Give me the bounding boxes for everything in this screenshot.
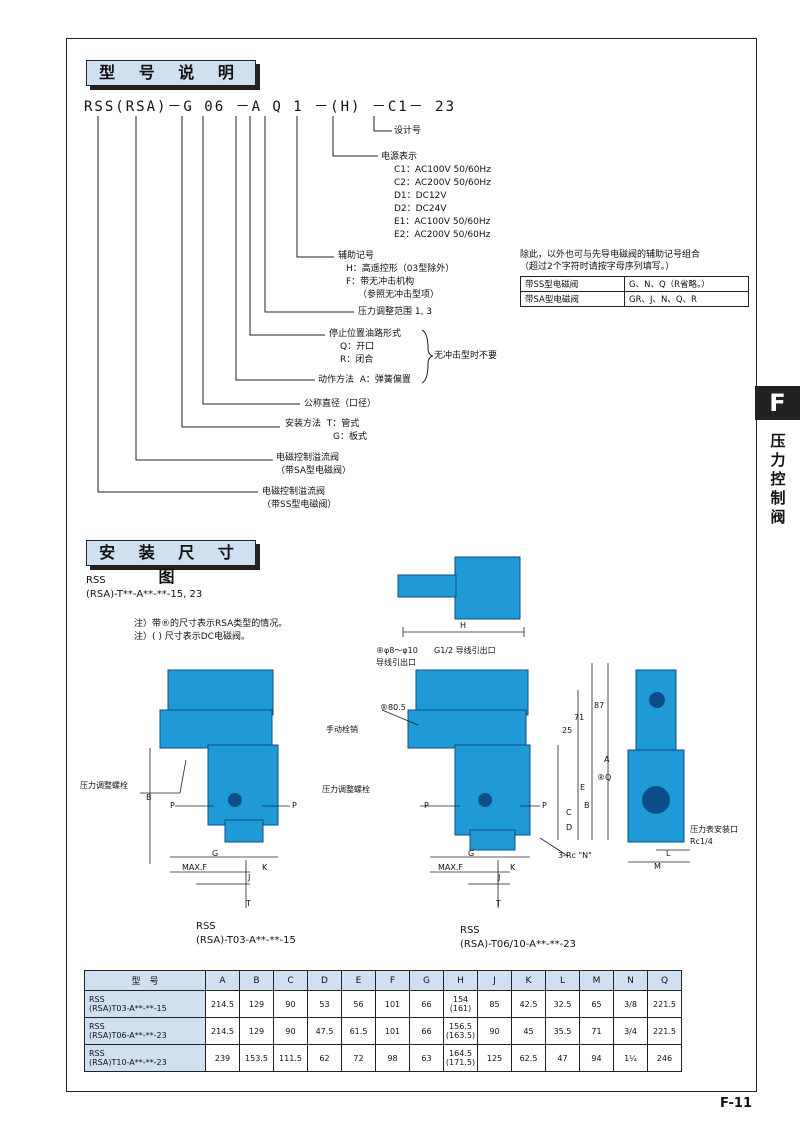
aux-f-note: （参照无冲击型项） [358, 290, 440, 300]
svg-text:B: B [584, 801, 590, 810]
svg-text:C: C [566, 808, 572, 817]
svg-text:A: A [604, 755, 610, 764]
svg-text:G: G [468, 849, 474, 858]
svg-text:L: L [666, 849, 671, 858]
ss-sub: （带SS型电磁阀） [262, 500, 337, 510]
svg-text:J: J [497, 873, 500, 882]
svg-text:®φ8～φ10: ®φ8～φ10 [376, 646, 418, 655]
svg-text:压力调整螺栓: 压力调整螺栓 [80, 780, 128, 790]
left-pilot [159, 709, 273, 749]
svg-text:H: H [460, 621, 466, 630]
svg-text:压力表安装口: 压力表安装口 [690, 824, 738, 834]
svg-text:B: B [146, 793, 152, 802]
sa-title: 电磁控制溢流阀 [276, 453, 340, 463]
svg-text:G1/2 导线引出口: G1/2 导线引出口 [434, 645, 496, 655]
svg-text:P: P [170, 801, 175, 810]
side-tab: F [755, 386, 800, 420]
top-view-solenoid [397, 574, 457, 598]
svg-text:25: 25 [562, 726, 572, 735]
svg-text:D: D [566, 823, 572, 832]
svg-text:导线引出口: 导线引出口 [376, 657, 416, 667]
power-d1: D1：DC12V [394, 191, 447, 201]
left-body [207, 744, 279, 826]
svg-text:P: P [542, 801, 547, 810]
right-solenoid [415, 669, 529, 716]
power-c1: C1：AC100V 50/60Hz [394, 165, 491, 175]
nominal-size: 公称直径（口径） [304, 399, 377, 409]
svg-text:K: K [262, 863, 268, 872]
dimension-table: 型 号 A B C D E F G H J K L M N Q RSS (RSA… [84, 970, 682, 1072]
svg-text:K: K [510, 863, 516, 872]
power-e2: E2：AC200V 50/60Hz [394, 230, 491, 240]
model-code: RSS(RSA)－G 06 －A Q 1 －(H) －C1－ 23 [84, 99, 457, 115]
svg-text:M: M [654, 862, 661, 871]
svg-text:P: P [424, 801, 429, 810]
aux-head: 辅助记号 [338, 251, 375, 261]
svg-text:71: 71 [574, 713, 584, 722]
side-view-top [635, 669, 677, 753]
dim-series: RSS (RSA)-T**-A**-**-15, 23 [86, 575, 203, 600]
svg-text:P: P [292, 801, 297, 810]
svg-text:®Q: ®Q [597, 773, 611, 782]
note-2: 注）( ) 尺寸表示DC电磁阀。 [134, 632, 250, 642]
table-header-row: 型 号 A B C D E F G H J K L M N Q [84, 970, 682, 991]
mount-t: 安装方法 T：管式 [285, 419, 360, 429]
svg-text:MAX.F: MAX.F [438, 863, 463, 872]
power-head: 电源表示 [381, 152, 418, 162]
mount-g: G：板式 [333, 432, 367, 442]
note-1: 注）带®的尺寸表示RSA类型的情况。 [134, 619, 288, 629]
section-title-model: 型 号 说 明 [86, 60, 256, 86]
svg-text:手动栓销: 手动栓销 [326, 724, 358, 734]
stop-head: 停止位置油路形式 [329, 329, 402, 339]
right-body [454, 744, 531, 836]
power-d2: D2：DC24V [394, 204, 447, 214]
right-pilot [407, 709, 527, 749]
caption-left: RSS (RSA)-T03-A**-**-15 [196, 921, 296, 946]
stop-r: R：闭合 [340, 355, 374, 365]
sa-sub: （带SA型电磁阀） [276, 466, 352, 476]
design-label: 设计号 [394, 126, 422, 136]
svg-text:T: T [495, 899, 501, 908]
aux-f: F：带无冲击机构 [346, 277, 415, 287]
page-number: F-11 [720, 1096, 752, 1111]
top-view-body [454, 556, 521, 620]
ss-title: 电磁控制溢流阀 [262, 487, 326, 497]
svg-text:®80.5: ®80.5 [380, 703, 406, 712]
svg-text:3-Rc "N": 3-Rc "N" [558, 851, 592, 860]
svg-text:87: 87 [594, 701, 604, 710]
power-e1: E1：AC100V 50/60Hz [394, 217, 491, 227]
power-c2: C2：AC200V 50/60Hz [394, 178, 491, 188]
svg-text:J: J [247, 873, 250, 882]
svg-text:Rc1/4: Rc1/4 [690, 837, 713, 846]
svg-text:MAX.F: MAX.F [182, 863, 207, 872]
left-solenoid [167, 669, 274, 716]
caption-right: RSS (RSA)-T06/10-A**-**-23 [460, 925, 576, 950]
section-title-dims: 安 装 尺 寸 图 [86, 540, 256, 586]
left-bottom [224, 819, 264, 843]
right-bottom [469, 829, 516, 851]
action-method: 动作方法 A：弹簧偏置 [318, 375, 411, 385]
side-text: 压力控制阀 [770, 432, 786, 526]
stop-q: Q：开口 [340, 342, 375, 352]
svg-text:压力调整螺栓: 压力调整螺栓 [322, 784, 370, 794]
aux-h: H：高遥控形（03型除外） [346, 264, 455, 274]
svg-text:E: E [580, 783, 585, 792]
svg-text:T: T [245, 899, 251, 908]
svg-text:G: G [212, 849, 218, 858]
page-frame [66, 38, 757, 1092]
no-shock-note: 无冲击型时不要 [434, 351, 498, 361]
combo-note: 除此，以外也可与先导电磁阀的辅助记号组合 （超过2个字符时请按字母序列填写。） [520, 250, 701, 272]
pressure-range: 压力调整范围 1, 3 [358, 307, 433, 317]
